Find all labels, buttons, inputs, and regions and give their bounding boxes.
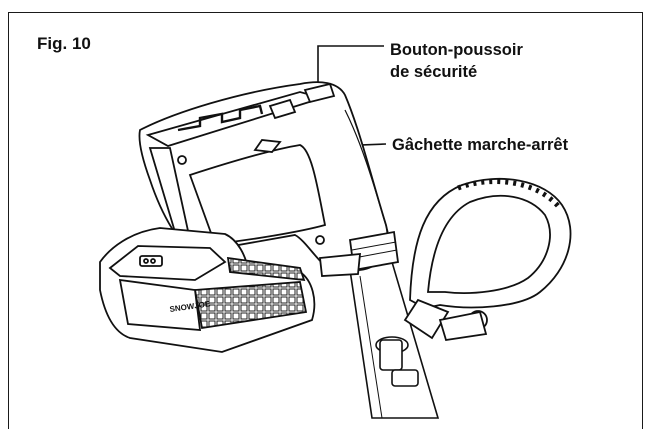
callout-safety-button-line2: de sécurité [390,63,478,81]
leader-line-safety-button [317,45,384,96]
handle-housing [138,81,400,277]
battery-pack: SNOWJOE [99,227,316,353]
shaft [349,261,440,419]
callout-safety-button: Bouton-poussoir de sécurité [390,39,523,83]
figure-label: Fig. 10 [37,34,91,53]
callout-trigger: Gâchette marche-arrêt [392,136,569,154]
callout-safety-button-line1: Bouton-poussoir [390,41,523,59]
figure-frame [8,12,643,429]
d-handle [403,178,572,342]
